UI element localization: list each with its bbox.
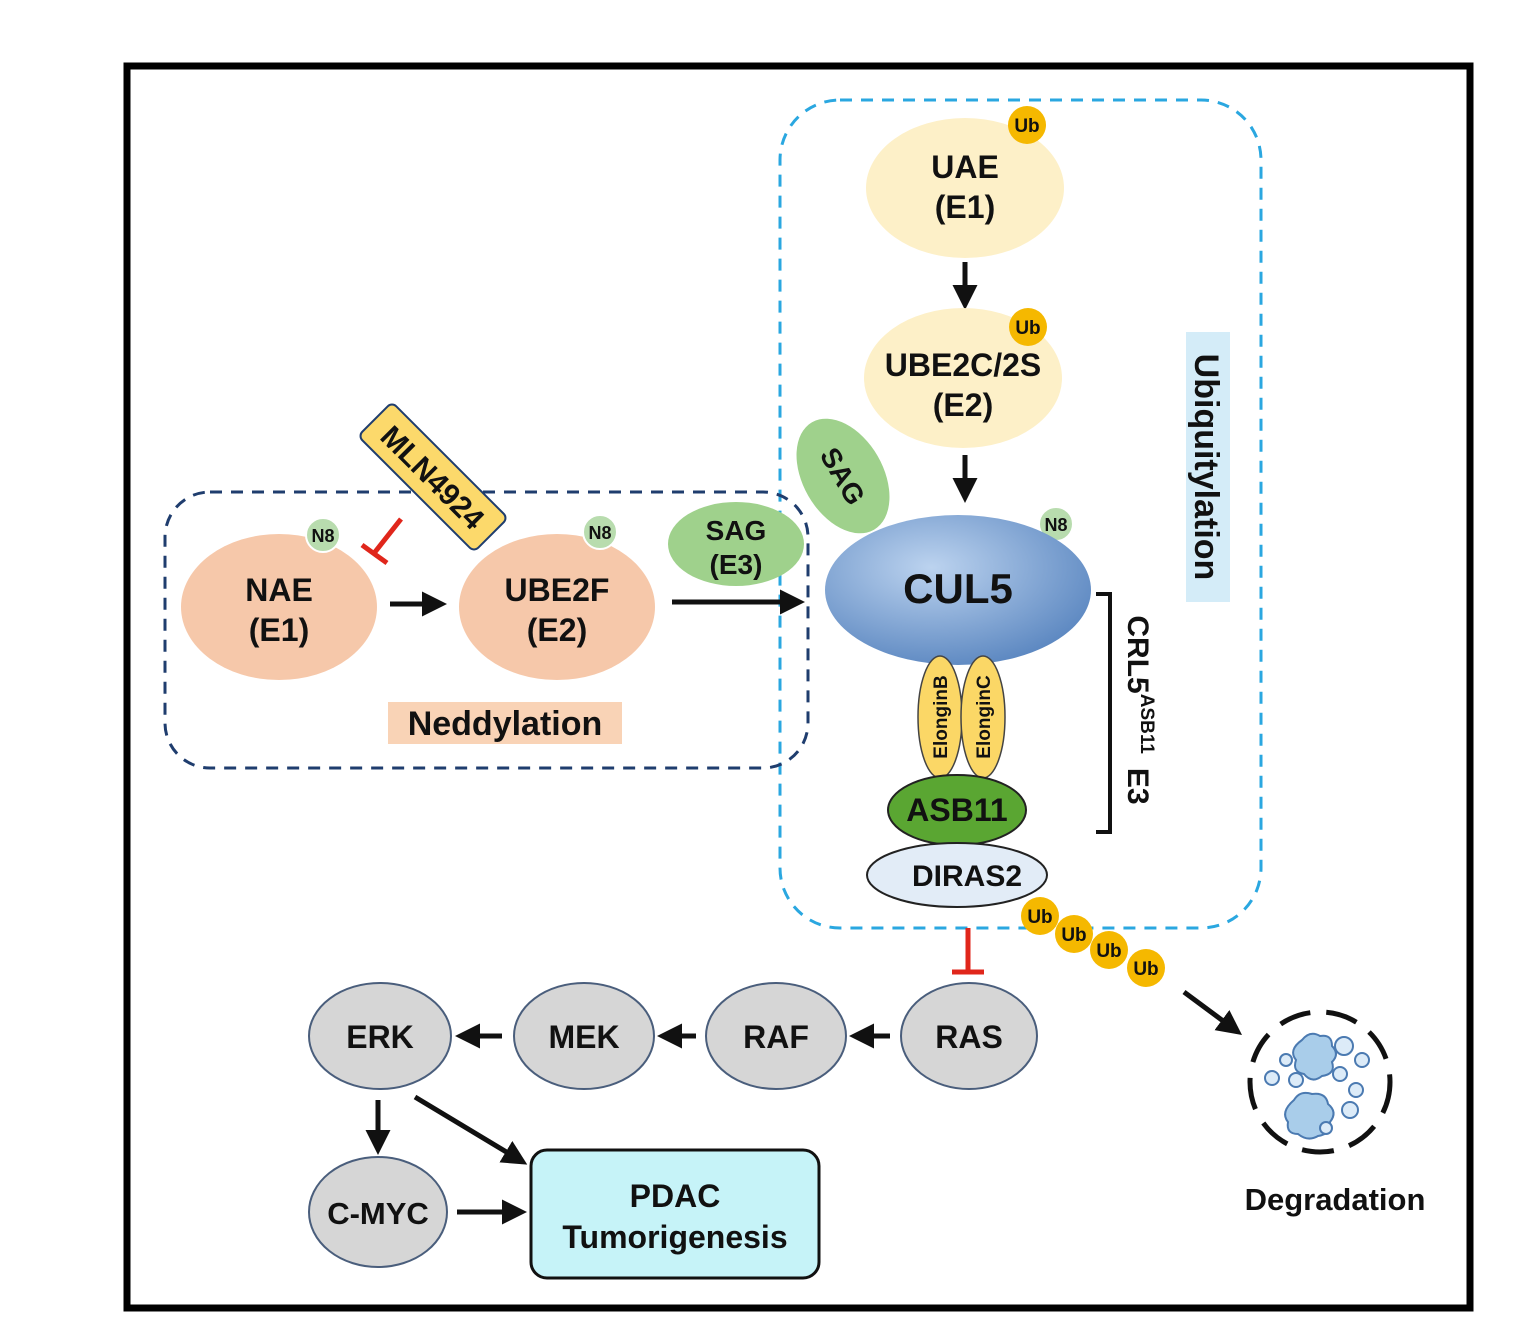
degradation-label: Degradation bbox=[1245, 1182, 1426, 1217]
mln4924-inhibitor: MLN4924 bbox=[359, 403, 507, 551]
neddylation-label: Neddylation bbox=[408, 705, 603, 743]
crl5-label: CRL5ASB11E3 bbox=[1121, 615, 1157, 804]
diras2-label: DIRAS2 bbox=[912, 860, 1022, 893]
crl5-bracket bbox=[1096, 592, 1112, 834]
diras2-node bbox=[866, 842, 1048, 908]
ub-badge-uae-label: Ub bbox=[1014, 116, 1039, 137]
erk-node bbox=[308, 982, 452, 1090]
outer-frame bbox=[123, 62, 1474, 1312]
pdac-label: PDAC bbox=[630, 1178, 721, 1214]
fragment-dot-4 bbox=[1279, 1053, 1293, 1067]
mek-node bbox=[513, 982, 655, 1090]
n8-badge-ube2f-label: N8 bbox=[588, 523, 611, 543]
ub-chain-4-label: Ub bbox=[1133, 959, 1158, 980]
ub-badge-ube2c-label: Ub bbox=[1015, 318, 1040, 339]
neddylation-region bbox=[163, 490, 810, 770]
fragment-dot-2 bbox=[1354, 1052, 1370, 1068]
n8-badge-nae-label: N8 bbox=[311, 526, 334, 546]
inhibit-mln-stem bbox=[373, 517, 403, 554]
fragment-dot-6 bbox=[1288, 1072, 1304, 1088]
nae-label: NAE bbox=[245, 572, 313, 608]
ube2c-node bbox=[864, 308, 1062, 448]
ube2c-label: UBE2C/2S bbox=[885, 347, 1042, 383]
ubiquitylation-label-bg bbox=[1186, 332, 1230, 602]
raf-label: RAF bbox=[743, 1019, 809, 1055]
nae-sublabel: (E1) bbox=[249, 612, 309, 648]
pdac-sublabel: Tumorigenesis bbox=[562, 1219, 787, 1255]
raf-node bbox=[705, 982, 847, 1090]
pdac-box bbox=[529, 1148, 821, 1280]
cul5-label: CUL5 bbox=[903, 565, 1013, 612]
nae-node bbox=[181, 534, 377, 680]
sag-e3-sublabel: (E3) bbox=[710, 549, 763, 580]
sag-ellipse bbox=[796, 418, 890, 534]
fragment-dot-8 bbox=[1341, 1101, 1359, 1119]
uae-label: UAE bbox=[931, 149, 999, 185]
fragment-dot-1 bbox=[1334, 1036, 1354, 1056]
protein-fragment-1 bbox=[1292, 1032, 1337, 1081]
ras-label: RAS bbox=[935, 1019, 1003, 1055]
sag-e3-label: SAG bbox=[706, 515, 767, 546]
arrow-to-degradation bbox=[1182, 989, 1243, 1035]
ras-node bbox=[900, 982, 1038, 1090]
elonginc-label: ElonginC bbox=[974, 675, 995, 759]
cmyc-node bbox=[308, 1156, 448, 1268]
sag-node: SAG bbox=[796, 418, 890, 534]
neddylation-label-bg bbox=[388, 702, 622, 744]
n8-badge-ube2f bbox=[582, 514, 618, 550]
ub-chain-4 bbox=[1127, 949, 1165, 987]
cul5-node bbox=[825, 515, 1091, 665]
asb11-label: ASB11 bbox=[906, 792, 1007, 828]
ube2f-label: UBE2F bbox=[505, 572, 610, 608]
crl5-superscript: ASB11 bbox=[1136, 694, 1157, 755]
ub-chain-2 bbox=[1055, 915, 1093, 953]
ub-badge-uae bbox=[1008, 106, 1046, 144]
ub-chain-2-label: Ub bbox=[1061, 925, 1086, 946]
crl5-main: CRL5 bbox=[1121, 615, 1154, 693]
n8-badge-cul5-label: N8 bbox=[1044, 515, 1067, 535]
elonginb-label: ElonginB bbox=[931, 675, 952, 758]
mek-label: MEK bbox=[548, 1019, 619, 1055]
fragment-dot-7 bbox=[1348, 1082, 1364, 1098]
ub-chain-1 bbox=[1021, 897, 1059, 935]
proteasome-ring bbox=[1247, 1009, 1393, 1155]
uae-sublabel: (E1) bbox=[935, 189, 995, 225]
uae-node bbox=[866, 118, 1064, 258]
ub-chain-3 bbox=[1090, 931, 1128, 969]
fragment-dot-5 bbox=[1264, 1070, 1280, 1086]
fragment-dot-3 bbox=[1332, 1066, 1348, 1082]
fragment-dot-9 bbox=[1319, 1121, 1333, 1135]
ube2c-sublabel: (E2) bbox=[933, 387, 993, 423]
sag-e3-node bbox=[668, 502, 804, 586]
inhibit-mln-bar bbox=[360, 542, 389, 566]
ub-chain-3-label: Ub bbox=[1096, 941, 1121, 962]
ub-badge-ube2c bbox=[1009, 308, 1047, 346]
mln4924-box bbox=[359, 403, 507, 551]
ubiquitylation-label: Ubiquitylation bbox=[1187, 354, 1225, 581]
mln4924-label: MLN4924 bbox=[374, 420, 491, 537]
ub-chain-1-label: Ub bbox=[1027, 907, 1052, 928]
ube2f-sublabel: (E2) bbox=[527, 612, 587, 648]
ube2f-node bbox=[459, 534, 655, 680]
erk-label: ERK bbox=[346, 1019, 414, 1055]
proteasome-icon bbox=[1247, 1009, 1393, 1155]
crl5-e3: E3 bbox=[1121, 768, 1154, 805]
n8-badge-nae bbox=[305, 517, 341, 553]
cmyc-label: C-MYC bbox=[327, 1196, 429, 1231]
arrow-erk-pdac bbox=[413, 1094, 528, 1165]
